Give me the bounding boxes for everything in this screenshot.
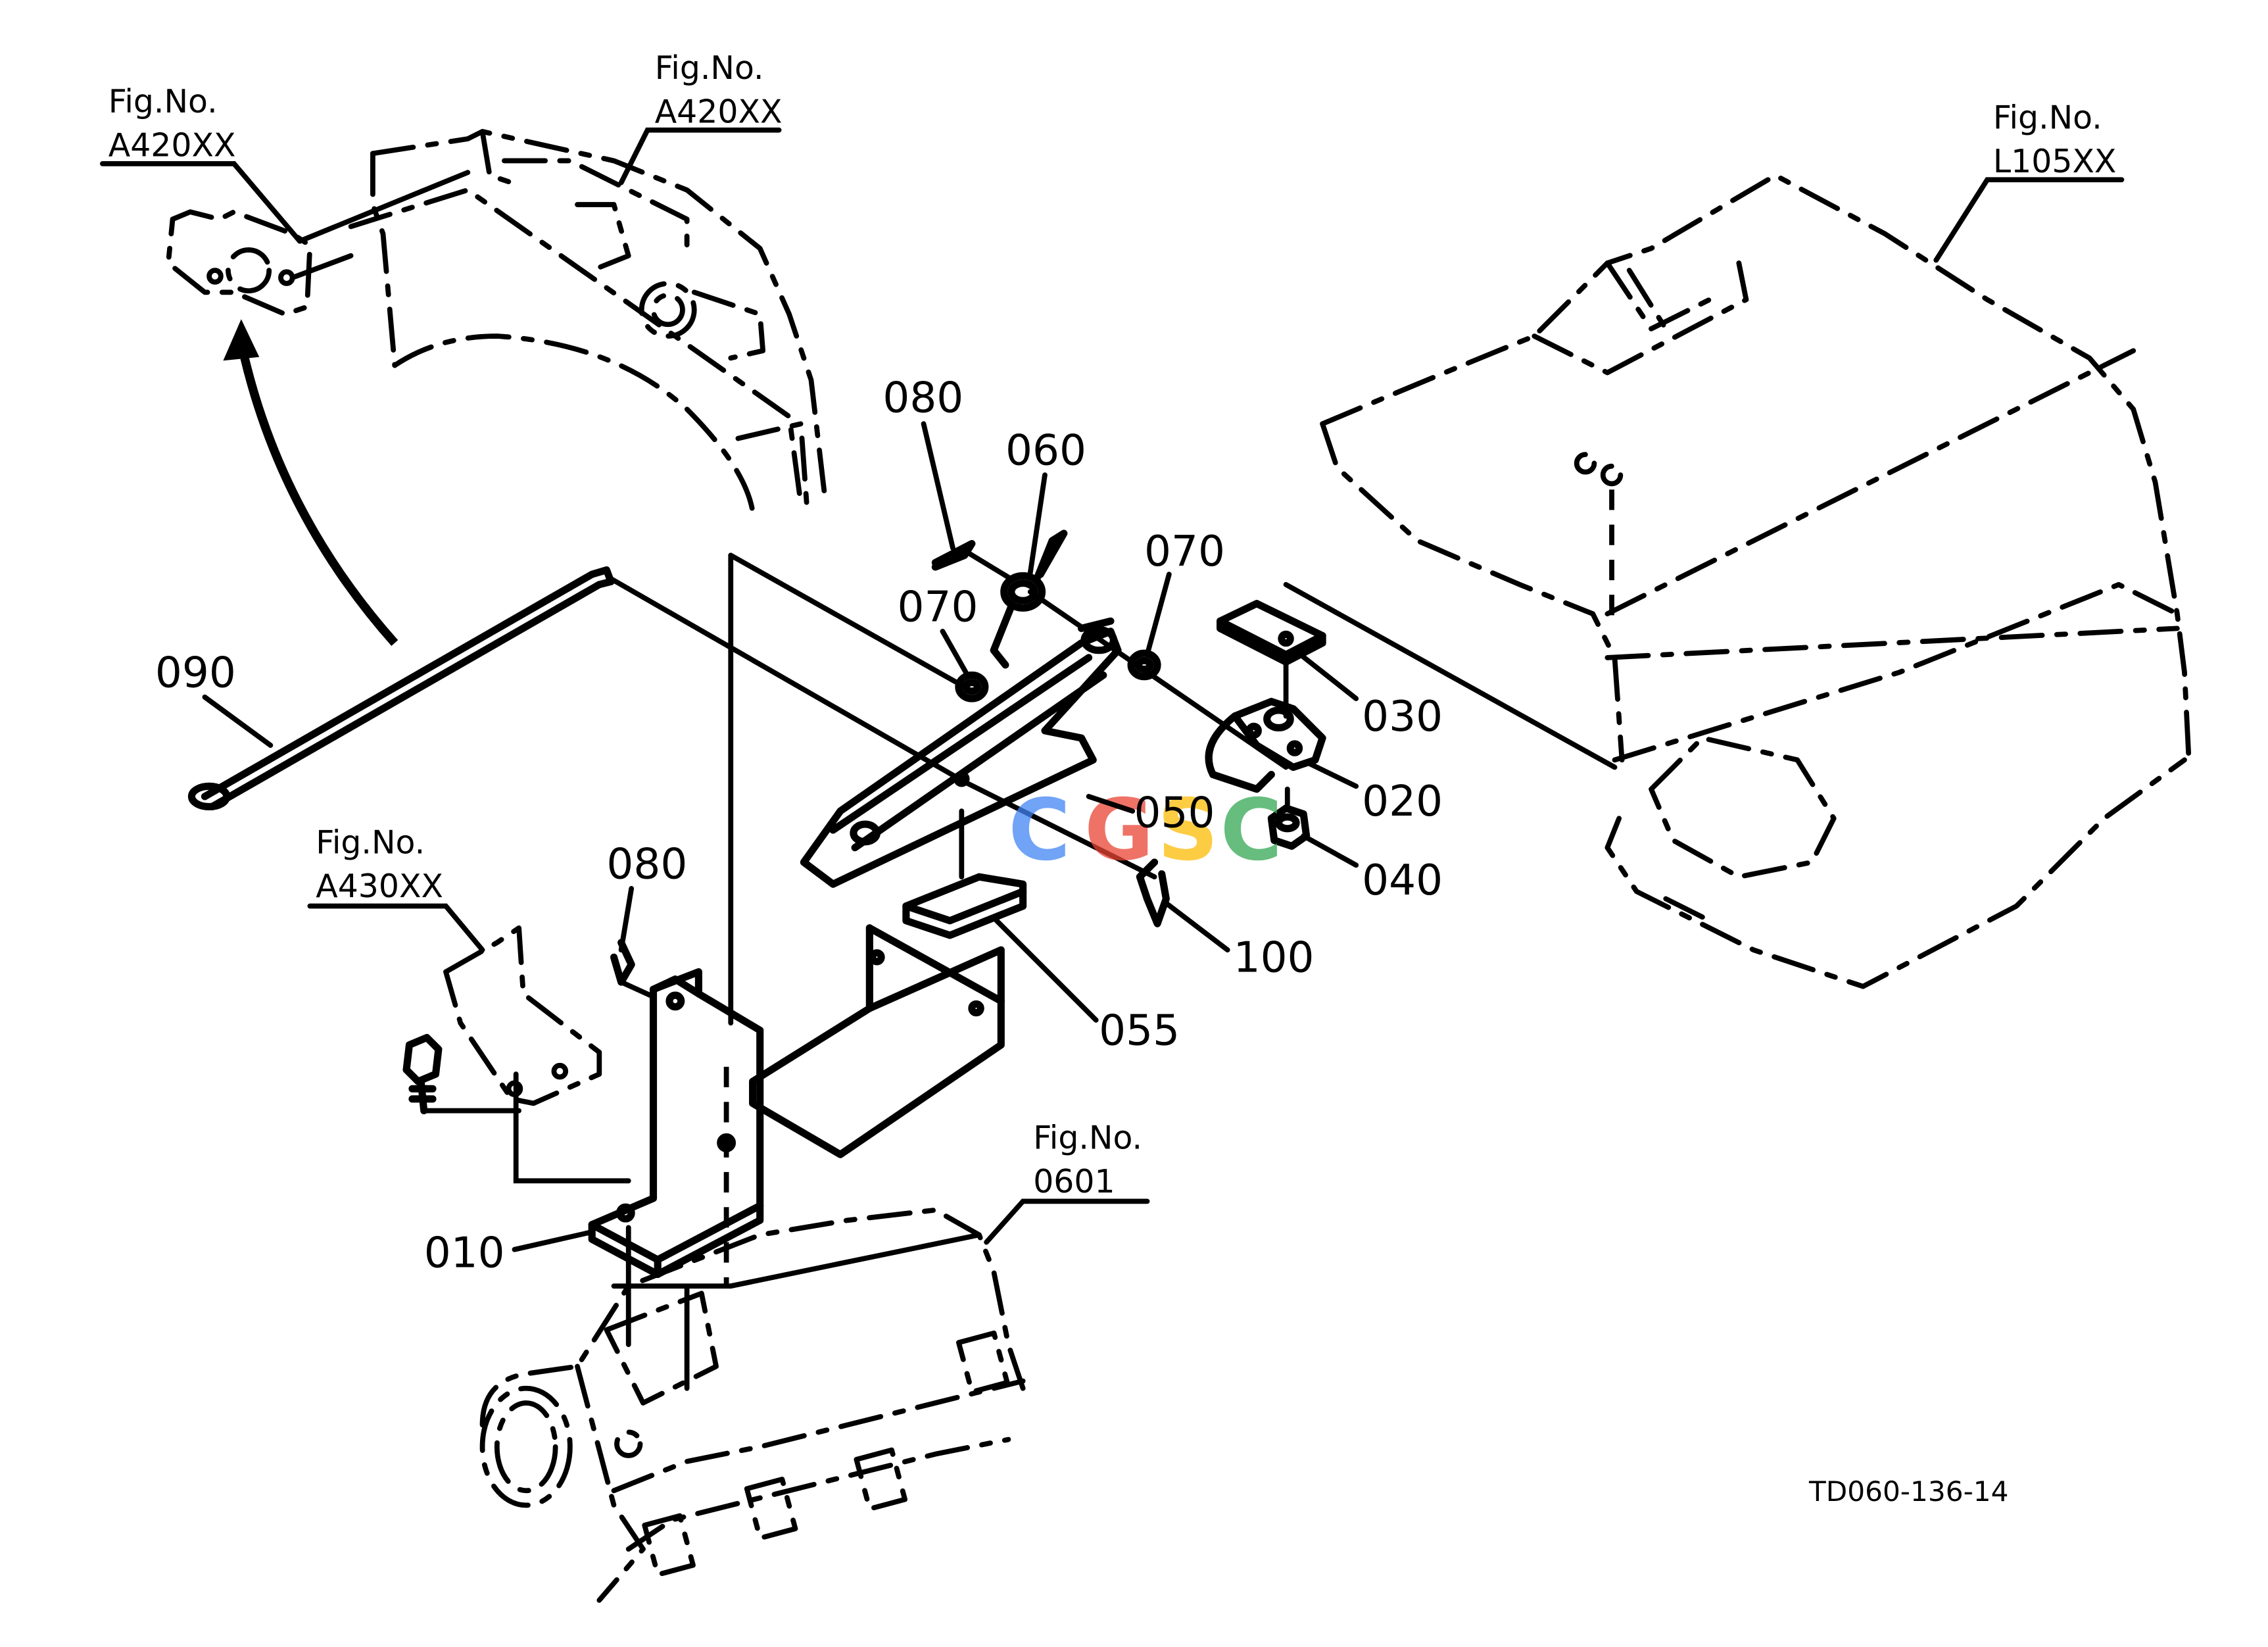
- watermark-letter-3: S: [1157, 781, 1218, 879]
- part-080-pin-bottom: [610, 939, 656, 1000]
- fig-ref-title: Fig.No.: [316, 824, 425, 862]
- bracket-ghost: [443, 925, 602, 1106]
- callout-080-top: 080: [882, 374, 963, 551]
- fig-ref-number: A420XX: [109, 127, 236, 164]
- fig-ref-number: L105XX: [1993, 143, 2116, 180]
- callout-090: 090: [155, 648, 274, 749]
- part-number: 030: [1362, 692, 1443, 741]
- fig-ref-a420xx-left: Fig.No. A420XX: [100, 83, 302, 244]
- fig-ref-number: A420XX: [655, 93, 783, 131]
- part-number: 080: [606, 839, 687, 889]
- part-number: 070: [1144, 527, 1225, 576]
- curved-arrow: [223, 319, 398, 647]
- callout-010: 010: [424, 1228, 595, 1277]
- part-number: 055: [1099, 1006, 1180, 1056]
- cover-ghost: [1283, 172, 2192, 989]
- part-020-clamp: [1205, 697, 1326, 793]
- callout-060: 060: [1005, 426, 1086, 576]
- watermark-letter-1: C: [1008, 781, 1071, 879]
- callout-030: 030: [1297, 652, 1443, 741]
- part-number: 010: [424, 1228, 505, 1277]
- part-090-rod: [187, 553, 1289, 1026]
- callout-055: 055: [991, 915, 1180, 1056]
- manifold-ghost: [479, 1207, 1026, 1603]
- fig-ref-title: Fig.No.: [655, 49, 764, 87]
- watermark: C G S C: [1008, 781, 1282, 879]
- fig-ref-number: A430XX: [316, 868, 443, 905]
- callout-020: 020: [1305, 760, 1443, 826]
- fig-ref-a420xx-top: Fig.No. A420XX: [618, 49, 783, 185]
- callout-050: 050: [1086, 789, 1215, 838]
- part-number: 040: [1362, 856, 1443, 905]
- part-060-spring: [990, 529, 1068, 669]
- fig-ref-a430xx: Fig.No. A430XX: [307, 824, 485, 953]
- fig-ref-title: Fig.No.: [1033, 1119, 1142, 1156]
- callout-040: 040: [1301, 833, 1443, 905]
- part-number: 020: [1362, 777, 1443, 826]
- watermark-letter-4: C: [1220, 781, 1283, 879]
- callout-070-right: 070: [1144, 527, 1225, 658]
- part-number: 050: [1134, 789, 1215, 838]
- callout-100: 100: [1163, 900, 1315, 983]
- part-number: 100: [1234, 933, 1315, 983]
- housing-ghost-outline: [348, 129, 829, 514]
- callout-070-left: 070: [898, 582, 978, 678]
- fig-ref-title: Fig.No.: [109, 83, 218, 120]
- part-number: 090: [155, 648, 236, 697]
- part-number: 080: [882, 374, 963, 423]
- part-number: 060: [1005, 426, 1086, 476]
- fig-ref-l105xx: Fig.No. L105XX: [1933, 99, 2125, 263]
- fig-ref-number: 0601: [1033, 1163, 1115, 1200]
- fig-ref-0601: Fig.No. 0601: [984, 1119, 1150, 1245]
- bolt-icon: [402, 1033, 521, 1115]
- fig-ref-title: Fig.No.: [1993, 99, 2102, 137]
- plate-ghost: [165, 170, 471, 317]
- part-100-clip: [961, 779, 1170, 927]
- part-080-pin-top: [931, 539, 1011, 580]
- leader-lines: [513, 1071, 982, 1391]
- drawing-code: TD060-136-14: [1808, 1475, 2009, 1508]
- part-010-bracket: [588, 924, 1005, 1347]
- callout-080-bottom: 080: [606, 839, 687, 953]
- part-055-pad: [902, 808, 1027, 939]
- part-number: 070: [898, 582, 978, 631]
